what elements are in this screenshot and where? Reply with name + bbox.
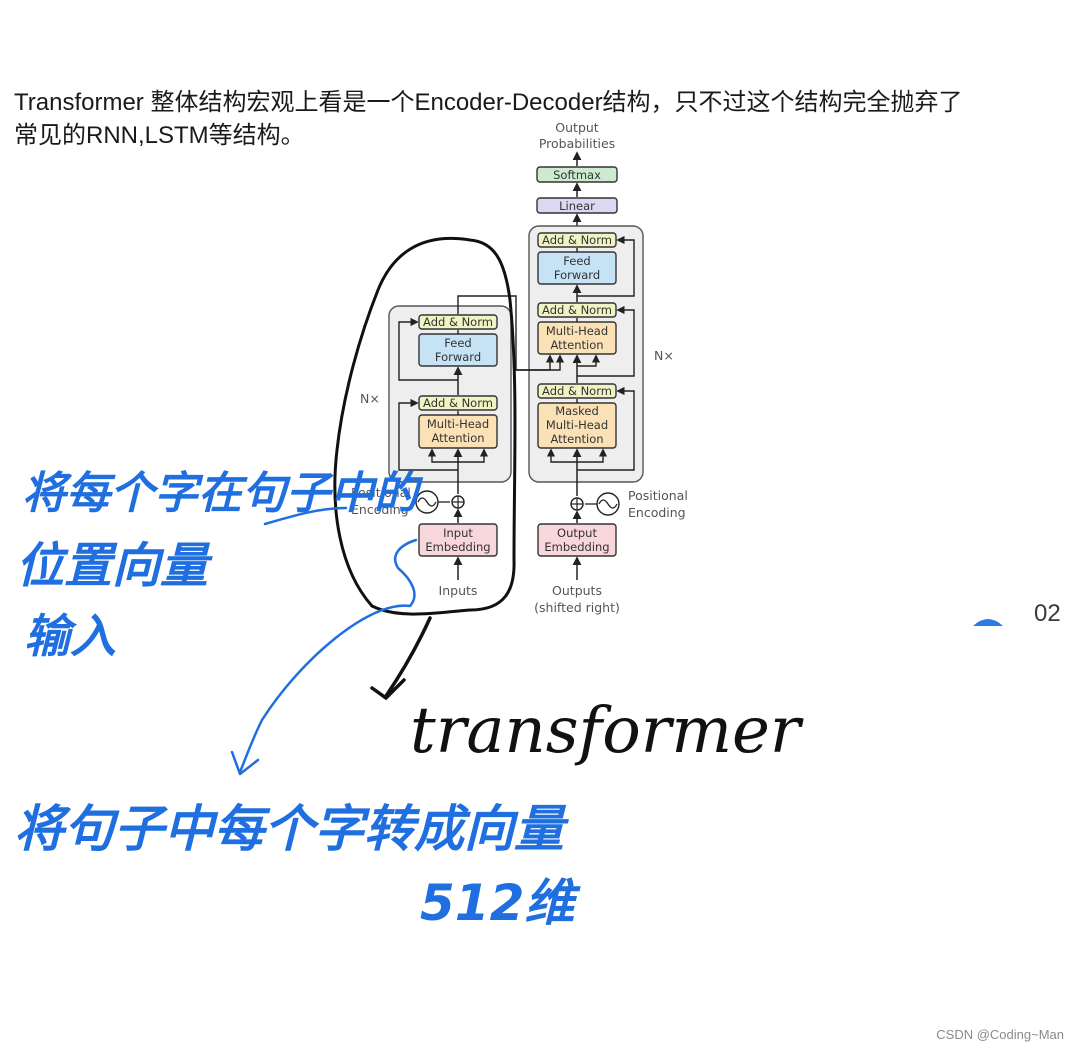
output-probabilities-line-2: Probabilities — [539, 136, 615, 151]
intro-line-1: Transformer 整体结构宏观上看是一个Encoder-Decoder结构… — [14, 89, 963, 116]
svg-text:Feed: Feed — [563, 254, 590, 268]
decoder-add-norm-middle: Add & Norm — [537, 302, 617, 318]
svg-text:Add & Norm: Add & Norm — [542, 384, 612, 398]
encoder-nx-label: N× — [360, 391, 380, 406]
svg-text:Attention: Attention — [550, 432, 603, 446]
decoder-positional-encoding-1: Positional — [628, 488, 688, 503]
inputs-label: Inputs — [439, 583, 478, 598]
output-probabilities-line-1: Output — [555, 120, 599, 135]
svg-text:Attention: Attention — [431, 431, 484, 445]
black-encircle-stroke — [333, 236, 517, 616]
decoder-add-norm-top: Add & Norm — [537, 232, 617, 248]
encoder-positional-encoding-1: Positional — [351, 485, 411, 500]
encoder-sine-wave-icon — [415, 490, 439, 514]
svg-text:Output: Output — [557, 526, 597, 540]
decoder-add-norm-bottom: Add & Norm — [537, 383, 617, 399]
svg-text:Forward: Forward — [435, 350, 481, 364]
csdn-watermark: CSDN @Coding~Man — [936, 1027, 1064, 1042]
encoder-add-norm-top: Add & Norm — [418, 314, 498, 330]
svg-text:Add & Norm: Add & Norm — [423, 315, 493, 329]
svg-text:Masked: Masked — [555, 404, 599, 418]
decoder-feed-forward: Feed Forward — [537, 251, 617, 285]
svg-text:Add & Norm: Add & Norm — [423, 396, 493, 410]
partial-blue-avatar-icon — [973, 619, 1003, 626]
input-embedding-block: Input Embedding — [418, 523, 498, 557]
decoder-nx-label: N× — [654, 348, 674, 363]
encoder-feed-forward: Feed Forward — [418, 333, 498, 367]
intro-line-2: 常见的RNN,LSTM等结构。 — [14, 122, 305, 149]
svg-text:Forward: Forward — [554, 268, 600, 282]
encoder-stack — [388, 305, 512, 483]
black-handwriting-transformer: transformer — [410, 694, 804, 768]
outputs-label-2: (shifted right) — [534, 600, 620, 615]
decoder-multi-head-attention: Multi-Head Attention — [537, 321, 617, 355]
svg-text:Attention: Attention — [550, 338, 603, 352]
decoder-positional-encoding-2: Encoding — [628, 505, 686, 520]
svg-text:Multi-Head: Multi-Head — [427, 417, 489, 431]
encoder-add-norm-bottom: Add & Norm — [418, 395, 498, 411]
svg-text:Multi-Head: Multi-Head — [546, 418, 608, 432]
svg-text:Multi-Head: Multi-Head — [546, 324, 608, 338]
svg-text:Input: Input — [443, 526, 473, 540]
svg-text:Embedding: Embedding — [425, 540, 490, 554]
svg-text:Linear: Linear — [559, 199, 595, 213]
blue-note-2-line-1: 将句子中每个字转成向量 — [14, 800, 569, 858]
blue-note-2-line-2: 512维 — [420, 874, 581, 932]
blue-note-1-line-3: 输入 — [24, 609, 116, 663]
blue-pointer-1 — [263, 506, 348, 526]
encoder-positional-encoding-2: Encoding — [351, 502, 409, 517]
blue-note-1-line-1: 将每个字在句子中的 — [22, 468, 424, 519]
decoder-masked-attention: Masked Multi-Head Attention — [537, 402, 617, 449]
svg-text:Embedding: Embedding — [544, 540, 609, 554]
svg-text:Add & Norm: Add & Norm — [542, 303, 612, 317]
intro-text: Transformer 整体结构宏观上看是一个Encoder-Decoder结构… — [14, 86, 1064, 152]
partial-text: 02 — [1034, 600, 1061, 627]
linear-block: Linear — [536, 197, 618, 214]
encoder-multi-head-attention: Multi-Head Attention — [418, 414, 498, 449]
output-embedding-block: Output Embedding — [537, 523, 617, 557]
blue-note-1-line-2: 位置向量 — [16, 538, 213, 594]
outputs-label-1: Outputs — [552, 583, 602, 598]
decoder-sine-wave-icon — [596, 492, 620, 516]
softmax-block: Softmax — [536, 166, 618, 183]
svg-text:Feed: Feed — [444, 336, 471, 350]
svg-text:Add & Norm: Add & Norm — [542, 233, 612, 247]
blue-pointer-2 — [230, 538, 418, 776]
svg-text:Softmax: Softmax — [553, 168, 601, 182]
black-arrow-stroke — [370, 616, 432, 701]
